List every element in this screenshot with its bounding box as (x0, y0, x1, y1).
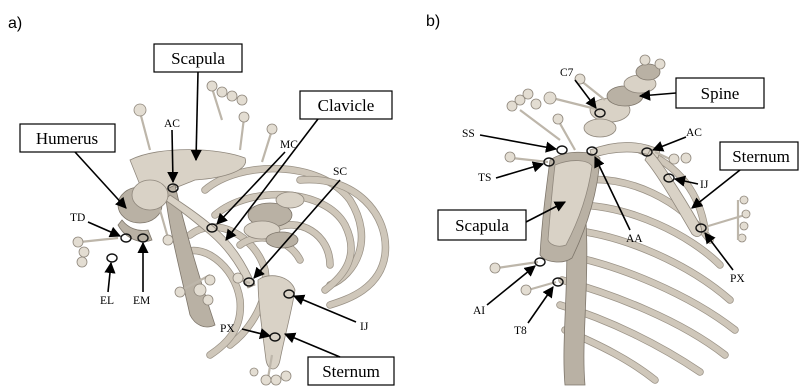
sternum-label-a: Sternum (322, 362, 380, 381)
landmark-el-a (107, 254, 117, 262)
label-ss-b: SS (462, 128, 475, 140)
label-t8-b: T8 (514, 325, 527, 337)
label-td-a: TD (70, 212, 85, 224)
label-el-a: EL (100, 295, 114, 307)
sternum-label-b: Sternum (732, 147, 790, 166)
spine-label: Spine (701, 84, 740, 103)
label-px-b: PX (730, 273, 745, 285)
humerus-label: Humerus (36, 129, 98, 148)
humerus-arrow (75, 152, 126, 208)
panel-a-letter: a) (8, 15, 22, 32)
landmark-ss-b (557, 146, 567, 154)
label-px-a: PX (220, 323, 235, 335)
label-ij-b: IJ (700, 179, 709, 191)
label-aa-b: AA (626, 233, 643, 245)
panel-b-letter: b) (426, 13, 440, 30)
scapula-arrow-a (196, 72, 198, 160)
label-mc-a: MC (280, 139, 298, 151)
label-ij-a: IJ (360, 321, 369, 333)
label-c7-b: C7 (560, 67, 574, 79)
spine-arrow (640, 93, 676, 96)
label-sc-a: SC (333, 166, 347, 178)
label-em-a: EM (133, 295, 150, 307)
clavicle-label: Clavicle (318, 96, 375, 115)
panel-b: b) (426, 13, 798, 385)
label-ac-a: AC (164, 118, 180, 130)
scapula-label-b: Scapula (455, 216, 509, 235)
sternum-arrow-a (285, 334, 340, 357)
scapula-label-a: Scapula (171, 49, 225, 68)
label-ac-b: AC (686, 127, 702, 139)
panel-b-cervical-spine (584, 64, 660, 137)
panel-a: a) (8, 15, 394, 385)
label-ts-b: TS (478, 172, 491, 184)
label-ai-b: AI (473, 305, 485, 317)
